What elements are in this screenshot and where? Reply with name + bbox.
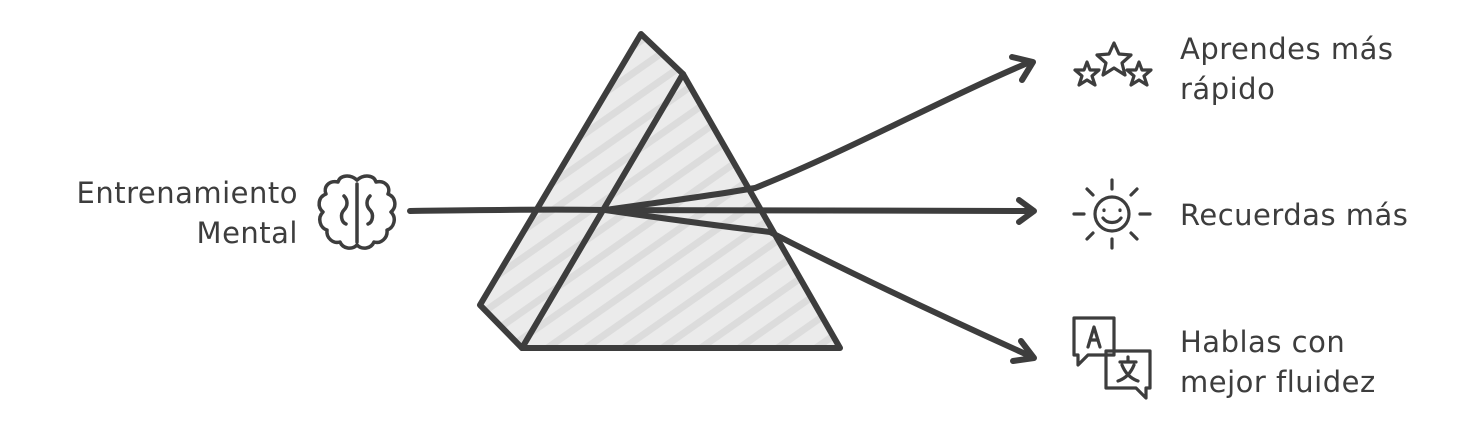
outcome-speak-line-1: Hablas con [1180,325,1346,359]
incoming-beam [407,206,608,214]
arrowhead-learn [1009,54,1036,83]
source-label-line-2: Mental [196,216,298,250]
beam-to-learn [602,59,1033,213]
arrowhead-remember [1016,197,1037,225]
outcome-label-learn: Aprendes más rápido [1180,29,1393,109]
arrowhead-speak [1010,338,1037,364]
brain-icon [317,174,397,250]
outcome-remember-line-1: Recuerdas más [1180,198,1409,232]
arrowheads [1009,54,1037,364]
prism-fill [480,34,840,348]
outcome-learn-line-2: rápido [1180,72,1276,106]
prism [477,31,843,351]
beam-to-remember [602,207,1033,214]
outcome-speak-line-2: mejor fluidez [1180,365,1376,399]
source-label: Entrenamiento Mental [20,173,298,253]
beam-to-speak [602,207,1033,359]
outcome-learn-line-1: Aprendes más [1180,32,1394,66]
prism-front-face [519,71,843,351]
smiling-sun-icon [1072,178,1152,250]
translate-icon [1072,316,1152,400]
source-label-line-1: Entrenamiento [76,176,298,210]
stars-icon [1073,41,1153,87]
beams [407,59,1033,359]
outcome-label-remember: Recuerdas más [1180,195,1408,235]
outcome-label-speak: Hablas con mejor fluidez [1180,322,1376,402]
